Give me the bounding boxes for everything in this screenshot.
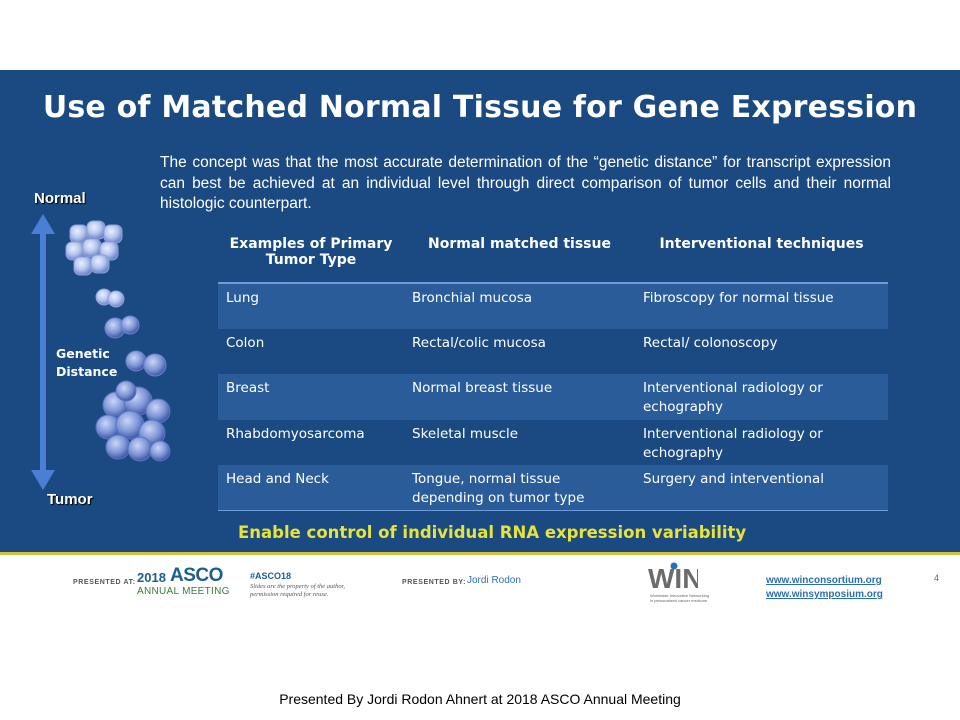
table-cell: Bronchial mucosa [412,290,533,306]
header-normal-tissue: Normal matched tissue [404,230,635,284]
table-cell: Rectal/colic mucosa [412,334,546,351]
page-number: 4 [934,573,940,583]
presentation-caption: Presented By Jordi Rodon Ahnert at 2018 … [279,691,681,707]
table-cell: Colon [226,334,265,351]
table-cell: Fibroscopy for normal tissue [643,290,834,306]
genetic-label-line1: Genetic [56,346,110,361]
table-row: Breast Normal breast tissue Intervention… [218,374,888,420]
genetic-label-line2: Distance [56,364,118,379]
slide-background [0,70,960,554]
winconsortium-link[interactable]: www.winconsortium.org [766,575,882,586]
header-tumor-type: Examples of Primary Tumor Type [218,230,404,284]
presented-by-label: PRESENTED BY: [402,579,467,586]
table-cell: Lung [226,290,259,306]
asco-annual-meeting: ANNUAL MEETING [137,586,230,597]
table-cell: Skeletal muscle [412,425,519,442]
asco-year: 2018 [137,570,166,585]
conclusion-text: Enable control of individual RNA express… [238,523,747,542]
table-row: Head and Neck Tongue, normal tissue depe… [218,465,888,511]
header-techniques: Interventional techniques [635,230,888,284]
presenter-name: Jordi Rodon [467,575,521,586]
table-cell: Rhabdomyosarcoma [226,425,365,442]
win-tagline: Worldwide Innovative Networking in perso… [650,593,710,603]
genetic-distance-label: Genetic Distance [56,345,117,381]
cell-cluster-icon [65,220,171,462]
slide-divider [0,552,960,555]
table-row: Rhabdomyosarcoma Skeletal muscle Interve… [218,419,888,465]
intro-paragraph: The concept was that the most accurate d… [160,154,891,212]
tumor-tissue-table: Examples of Primary Tumor Type Normal ma… [218,230,888,511]
winsymposium-link[interactable]: www.winsymposium.org [766,589,883,600]
presented-at-label: PRESENTED AT: [73,579,136,586]
asco-logo: ASCO [170,565,223,586]
table-cell: Head and Neck [226,471,329,487]
asco-hashtag: #ASCO18 [250,571,292,581]
table-cell: Interventional radiology or echography [643,425,823,461]
table-cell: Normal breast tissue [412,380,553,396]
table-header-row: Examples of Primary Tumor Type Normal ma… [218,230,888,284]
table-cell: Rectal/ colonoscopy [643,334,778,351]
table-cell: Tongue, normal tissue depending on tumor… [412,471,585,506]
normal-label: Normal [34,190,86,207]
table-cell: Breast [226,380,270,396]
win-logo-icon: WIN [648,562,698,592]
tumor-label: Tumor [47,491,93,508]
table-row: Lung Bronchial mucosa Fibroscopy for nor… [218,283,888,329]
table-cell: Interventional radiology or echography [643,380,823,415]
table-cell: Surgery and interventional [643,471,825,487]
slide-title: Use of Matched Normal Tissue for Gene Ex… [42,90,918,125]
table-row: Colon Rectal/colic mucosa Rectal/ colono… [218,328,888,374]
double-arrow-icon [31,214,55,490]
asco-copyright-note: Slides are the property of the author, p… [250,583,346,598]
